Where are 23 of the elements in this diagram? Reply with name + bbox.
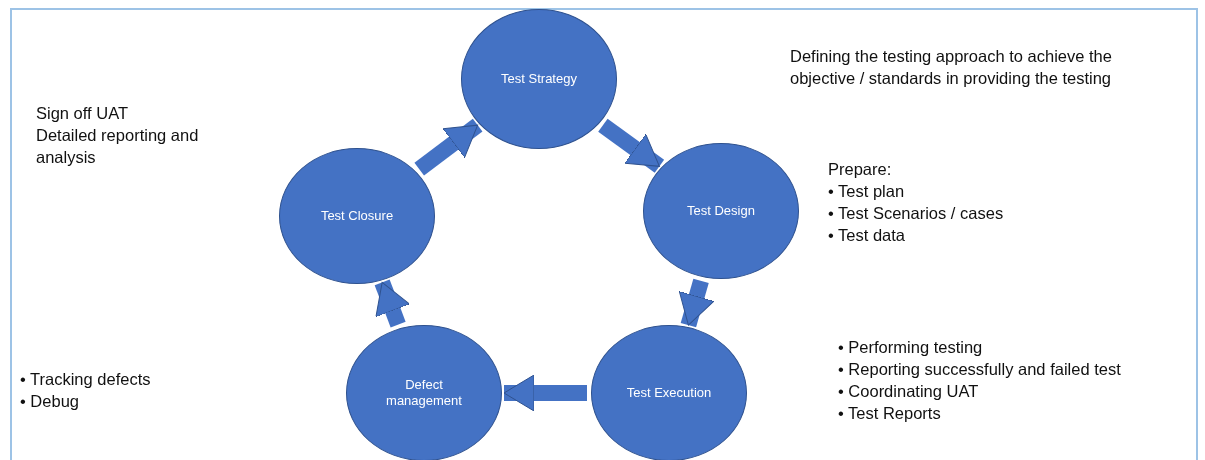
stage-label: Test Design xyxy=(686,203,756,219)
stage-label: Test Strategy xyxy=(500,71,578,87)
note-text: Prepare: xyxy=(828,159,892,180)
block-arrow xyxy=(598,118,665,173)
bullet-item: • Debug xyxy=(20,391,79,412)
stage-label: Test Execution xyxy=(625,385,713,401)
block-arrow xyxy=(374,279,411,328)
stage-label: Defect management xyxy=(385,377,463,409)
bullet-item: • Test Reports xyxy=(838,403,941,424)
block-arrow xyxy=(678,278,715,328)
bullet-item: • Test Scenarios / cases xyxy=(828,203,1004,224)
bullet-item: • Performing testing xyxy=(838,337,983,358)
note-text: Detailed reporting and analysis xyxy=(36,125,200,168)
block-arrow xyxy=(503,374,587,412)
bullet-item: • Test plan xyxy=(828,181,905,202)
bullet-item: • Test data xyxy=(828,225,906,246)
bullet-item: • Coordinating UAT xyxy=(838,381,979,402)
bullet-item: • Reporting successfully and failed test xyxy=(838,359,1121,380)
note-text: Sign off UAT xyxy=(36,103,129,124)
block-arrow xyxy=(414,118,483,176)
bullet-item: • Tracking defects xyxy=(20,369,151,390)
description-text: Defining the testing approach to achieve the objective / standards in providing the testing xyxy=(790,46,1113,89)
stage-label: Test Closure xyxy=(319,208,395,224)
